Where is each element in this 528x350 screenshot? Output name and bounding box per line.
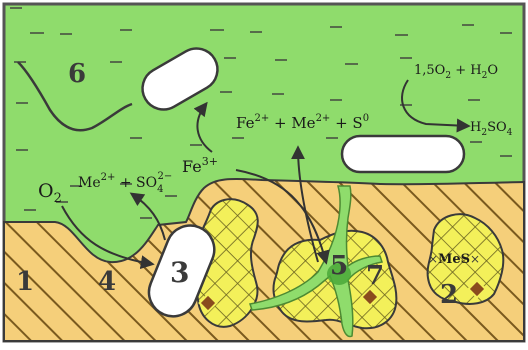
number-6: 6 xyxy=(68,59,86,89)
number-3: 3 xyxy=(170,256,189,289)
number-1: 1 xyxy=(16,267,34,297)
mes-label: × MeS × xyxy=(428,252,480,267)
number-5: 5 xyxy=(330,251,348,281)
mes-marker-left: × xyxy=(428,252,438,266)
number-4: 4 xyxy=(98,267,116,297)
label-mes: MeS xyxy=(438,252,470,267)
mes-marker-right: × xyxy=(470,252,480,266)
bacterium-right xyxy=(342,136,464,172)
number-2: 2 xyxy=(440,280,458,310)
number-7: 7 xyxy=(366,261,384,291)
